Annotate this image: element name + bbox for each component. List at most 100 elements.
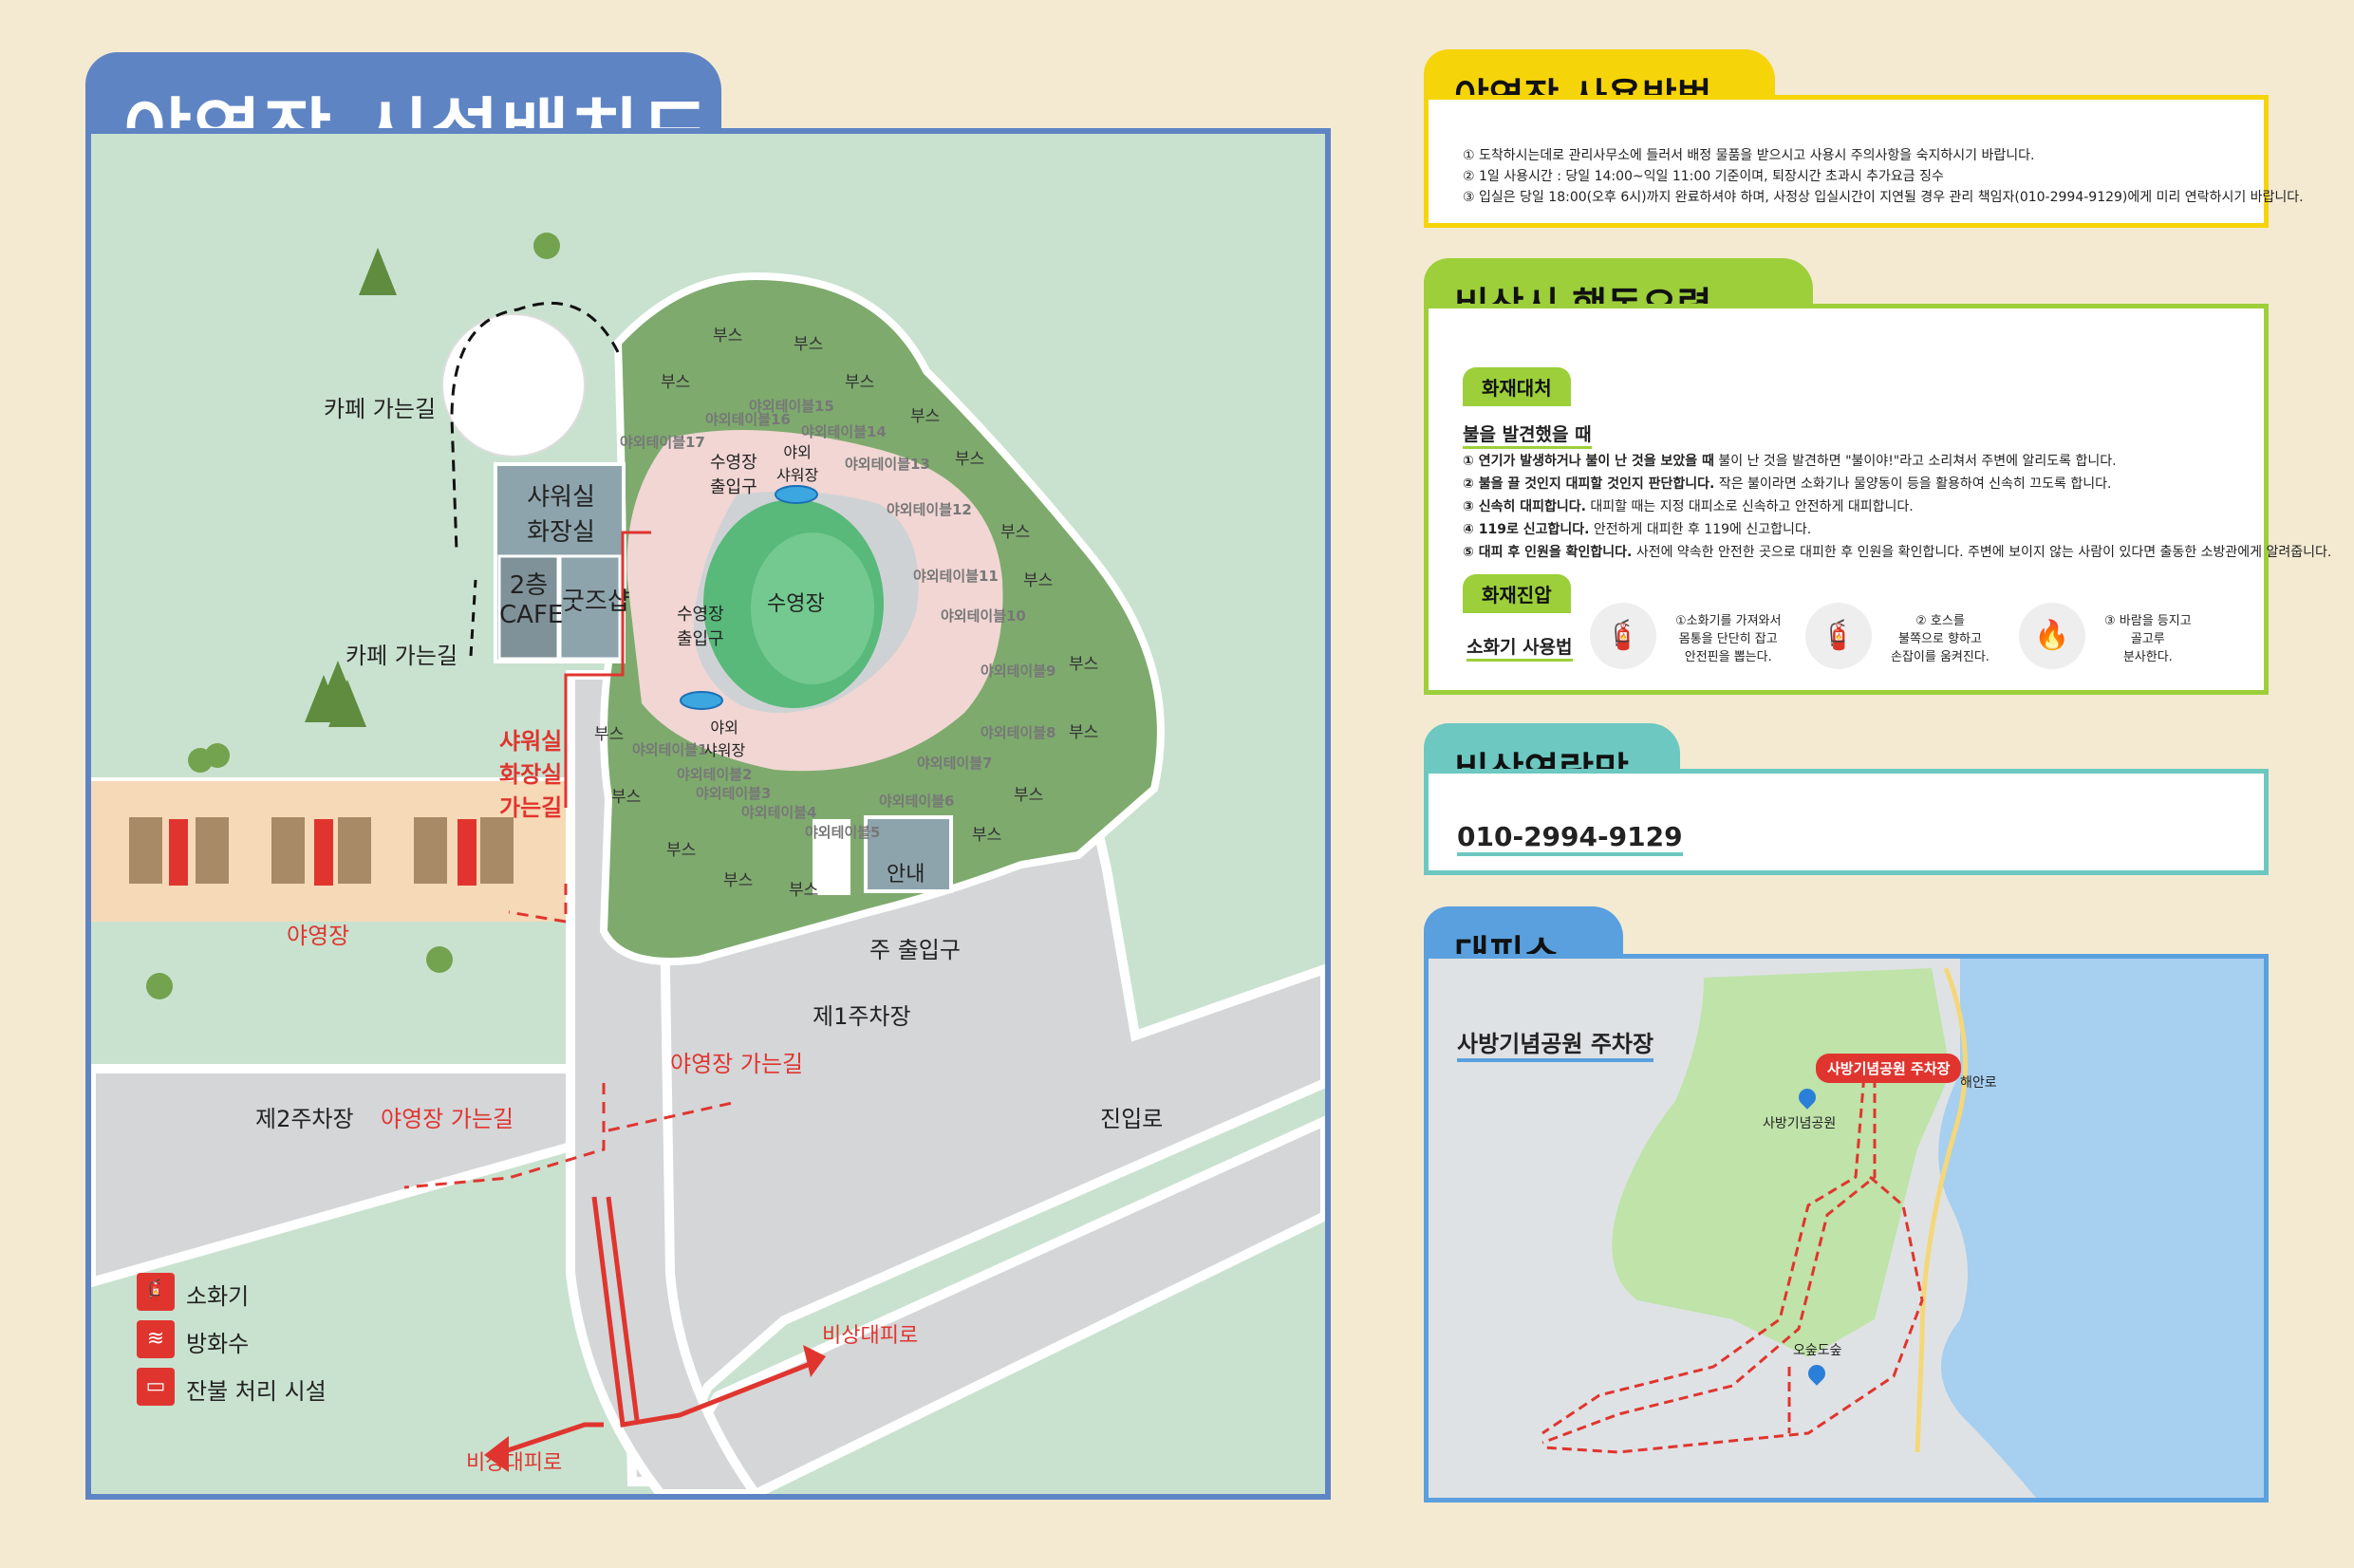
table-label-12: 야외테이블12 bbox=[887, 501, 972, 518]
table-label-1: 야외테이블1 bbox=[632, 741, 708, 758]
extinguisher-hose-icon: 🧯 bbox=[1805, 603, 1872, 669]
step-5-text: 사전에 약속한 안전한 곳으로 대피한 후 인원을 확인합니다. 주변에 보이지… bbox=[1635, 545, 2332, 560]
main-entrance-label: 주 출입구 bbox=[869, 937, 961, 963]
table-label-6: 야외테이블6 bbox=[879, 793, 955, 810]
step-list: ① 연기가 발생하거나 불이 난 것을 보았을 때 불이 난 것을 발견하면 "… bbox=[1463, 451, 2331, 565]
booth-label: 부스 bbox=[1014, 786, 1044, 805]
extinguisher-usage-label: 소화기 사용법 bbox=[1467, 633, 1573, 662]
usage-item-2: ② 1일 사용시간 : 당일 14:00~익일 11:00 기준이며, 퇴장시간… bbox=[1463, 169, 1944, 184]
legend-label-ember: 잔불 처리 시설 bbox=[186, 1378, 327, 1405]
facility-map: 카페 가는길 카페 가는길 샤워실 화장실 2층 CAFE 굿즈샵 샤워실 화장… bbox=[85, 128, 1331, 1500]
step-4-bold: ④ 119로 신고합니다. bbox=[1463, 522, 1590, 537]
table-label-7: 야외테이블7 bbox=[917, 755, 993, 772]
parking2-label: 제2주차장 bbox=[255, 1106, 354, 1132]
extinguisher-pin-icon: 🧯 bbox=[1590, 603, 1656, 669]
fire-response-tag: 화재대처 bbox=[1463, 367, 1571, 406]
step-3: ③ 신속히 대피합니다. 대피할 때는 지정 대피소로 신속하고 안전하게 대피… bbox=[1463, 496, 2331, 519]
step-2-bold: ② 불을 끌 것인지 대피할 것인지 판단합니다. bbox=[1463, 476, 1715, 492]
table-label-14: 야외테이블14 bbox=[801, 423, 887, 440]
camp-path-label-2: 야영장 가는길 bbox=[381, 1106, 514, 1132]
booth-label: 부스 bbox=[1069, 723, 1099, 742]
usage-item-3: ③ 입실은 당일 18:00(오후 6시)까지 완료하셔야 하며, 사정상 입실… bbox=[1463, 190, 2304, 205]
ember-disposal-icon: ▭ bbox=[137, 1368, 175, 1406]
road-label: 해안로 bbox=[1960, 1075, 1997, 1091]
step-1-text: 불이 난 것을 발견하면 "불이야!"라고 소리쳐서 주변에 알리도록 합니다. bbox=[1718, 454, 2117, 469]
usage-item-1: ① 도착하시는데로 관리사무소에 들러서 배정 물품을 받으시고 사용시 주의사… bbox=[1463, 148, 2035, 163]
extinguisher-step-3: ③ 바람을 등지고 골고루 분사한다. bbox=[2104, 614, 2192, 664]
booth-label: 부스 bbox=[611, 788, 642, 807]
shower-building-label: 샤워실 화장실 bbox=[527, 483, 595, 547]
shelter-subtitle: 사방기념공원 주차장 bbox=[1457, 1025, 1654, 1062]
step-1-bold: ① 연기가 발생하거나 불이 난 것을 보았을 때 bbox=[1463, 454, 1714, 469]
info-label: 안내 bbox=[887, 863, 925, 887]
booth-label: 부스 bbox=[1023, 571, 1054, 590]
booth-label: 부스 bbox=[955, 450, 985, 469]
step-5-bold: ⑤ 대피 후 인원을 확인합니다. bbox=[1463, 545, 1633, 560]
step-5: ⑤ 대피 후 인원을 확인합니다. 사전에 약속한 안전한 곳으로 대피한 후 … bbox=[1463, 542, 2331, 565]
cafe-path-label-top: 카페 가는길 bbox=[324, 396, 437, 422]
entrance-road-label: 진입로 bbox=[1100, 1106, 1164, 1132]
legend-label-extinguisher: 소화기 bbox=[186, 1283, 250, 1310]
camp-path-label-1: 야영장 가는길 bbox=[670, 1051, 804, 1077]
table-label-5: 야외테이블5 bbox=[805, 824, 881, 841]
step-3-text: 대피할 때는 지정 대피소로 신속하고 안전하게 대피합니다. bbox=[1590, 499, 1914, 514]
map-graphic bbox=[91, 134, 1325, 1494]
emergency-panel: 화재대처 불을 발견했을 때 ① 연기가 발생하거나 불이 난 것을 보았을 때… bbox=[1424, 304, 2331, 695]
evac-route-label-2: 비상대피로 bbox=[466, 1451, 563, 1475]
table-label-9: 야외테이블9 bbox=[981, 663, 1056, 680]
fire-extinguisher-icon: 🧯 bbox=[137, 1273, 175, 1311]
shower-path-label: 샤워실 화장실 가는길 bbox=[499, 728, 563, 821]
step-4-text: 안전하게 대피한 후 119에 신고합니다. bbox=[1593, 522, 1812, 537]
contact-phone: 010-2994-9129 bbox=[1457, 821, 1683, 856]
table-label-10: 야외테이블10 bbox=[941, 607, 1026, 625]
extinguisher-spray-icon: 🔥 bbox=[2019, 603, 2085, 669]
booth-label: 부스 bbox=[594, 725, 625, 744]
booth-label: 부스 bbox=[723, 871, 754, 890]
step-3-bold: ③ 신속히 대피합니다. bbox=[1463, 499, 1586, 514]
pool-entrance-top-label: 수영장 출입구 bbox=[710, 453, 757, 497]
table-label-17: 야외테이블17 bbox=[620, 434, 705, 451]
legend-label-water: 방화수 bbox=[186, 1331, 250, 1357]
booth-label: 부스 bbox=[845, 373, 875, 392]
pool-label: 수영장 bbox=[767, 592, 825, 616]
contact-panel: 010-2994-9129 bbox=[1424, 769, 2269, 875]
forest-label: 오숲도숲 bbox=[1793, 1343, 1842, 1358]
table-label-13: 야외테이블13 bbox=[845, 456, 930, 473]
table-label-11: 야외테이블11 bbox=[913, 568, 999, 585]
booth-label: 부스 bbox=[972, 826, 1002, 845]
outdoor-shower-top-label: 야외 샤워장 bbox=[776, 443, 819, 484]
evac-route-label-1: 비상대피로 bbox=[822, 1324, 919, 1348]
booth-label: 부스 bbox=[713, 327, 743, 345]
table-label-15: 야외테이블15 bbox=[749, 398, 834, 415]
step-4: ④ 119로 신고합니다. 안전하게 대피한 후 119에 신고합니다. bbox=[1463, 519, 2331, 542]
booth-label: 부스 bbox=[1000, 523, 1031, 542]
parking1-label: 제1주차장 bbox=[813, 1003, 911, 1030]
cafe-label: 2층 CAFE bbox=[499, 571, 564, 629]
shelter-badge: 사방기념공원 주차장 bbox=[1816, 1054, 1962, 1083]
table-label-4: 야외테이블4 bbox=[741, 804, 817, 821]
table-label-3: 야외테이블3 bbox=[696, 785, 772, 802]
pool-entrance-left-label: 수영장 출입구 bbox=[677, 605, 724, 649]
usage-panel: ① 도착하시는데로 관리사무소에 들러서 배정 물품을 받으시고 사용시 주의사… bbox=[1424, 95, 2304, 228]
outdoor-shower-bottom-label: 야외 샤워장 bbox=[703, 719, 746, 759]
fire-suppression-tag: 화재진압 bbox=[1463, 574, 1571, 613]
table-label-8: 야외테이블8 bbox=[981, 724, 1056, 741]
cafe-path-label-bottom: 카페 가는길 bbox=[346, 643, 458, 669]
fire-water-icon: ≋ bbox=[137, 1320, 175, 1358]
fire-found-heading: 불을 발견했을 때 bbox=[1463, 420, 1592, 449]
step-2-text: 작은 불이라면 소화기나 물양동이 등을 활용하여 신속히 끄도록 합니다. bbox=[1718, 476, 2112, 492]
booth-label: 부스 bbox=[661, 373, 691, 392]
table-label-2: 야외테이블2 bbox=[677, 766, 753, 783]
table-label-16: 야외테이블16 bbox=[705, 411, 791, 428]
shelter-panel: 사방기념공원 주차장 사방기념공원 주차장 사방기념공원 해안로 오숲도숲 bbox=[1424, 954, 2269, 1503]
goods-shop-label: 굿즈샵 bbox=[562, 588, 630, 616]
booth-label: 부스 bbox=[1069, 655, 1099, 674]
campground-label: 야영장 bbox=[287, 923, 350, 949]
extinguisher-step-1: ①소화기를 가져와서 몸통을 단단히 잡고 안전핀을 뽑는다. bbox=[1675, 614, 1782, 664]
booth-label: 부스 bbox=[666, 841, 697, 860]
step-1: ① 연기가 발생하거나 불이 난 것을 보았을 때 불이 난 것을 발견하면 "… bbox=[1463, 451, 2331, 474]
booth-label: 부스 bbox=[789, 881, 819, 900]
extinguisher-step-2: ② 호스를 불쪽으로 향하고 손잡이를 움켜진다. bbox=[1891, 614, 1990, 664]
booth-label: 부스 bbox=[910, 407, 941, 426]
step-2: ② 불을 끌 것인지 대피할 것인지 판단합니다. 작은 불이라면 소화기나 물… bbox=[1463, 474, 2331, 496]
